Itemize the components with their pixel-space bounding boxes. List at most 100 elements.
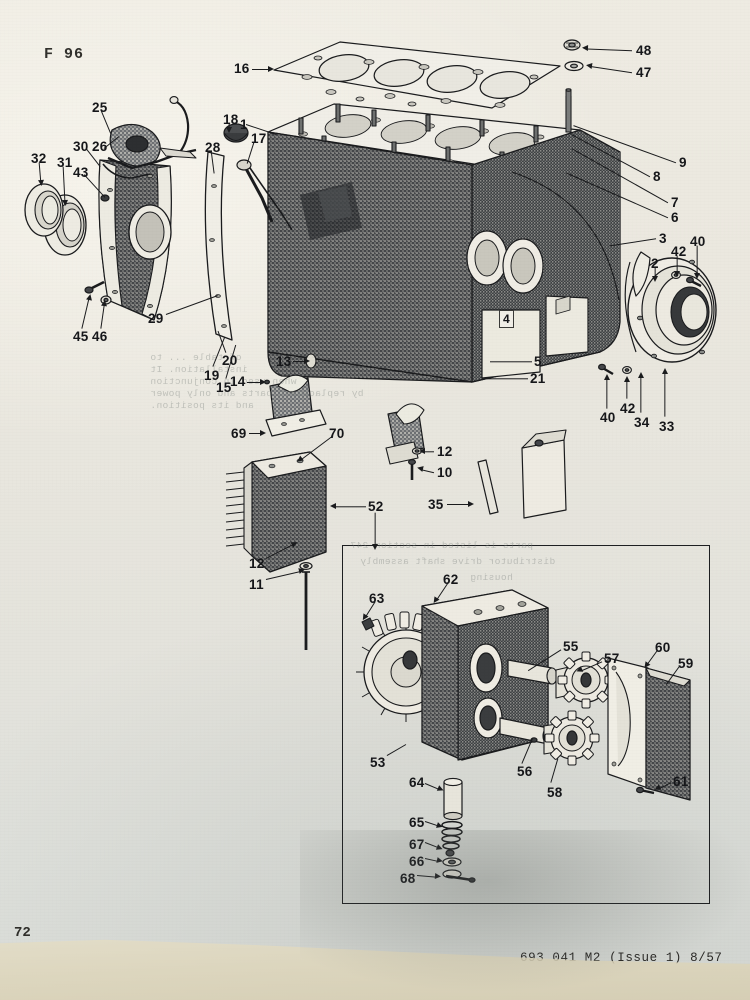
block-cast-number-badge: 4: [499, 310, 514, 328]
bleed-text-7: housing: [470, 572, 513, 583]
leader-line-47: [590, 65, 633, 74]
leader-line-52: [335, 506, 366, 508]
bleed-text-6: distributor drive shaft assembly: [360, 556, 556, 567]
callout-label-40b: 40: [600, 410, 616, 425]
callout-label-7: 7: [671, 195, 679, 210]
part-35-side-cover: [477, 429, 567, 519]
parts-studs-and-fasteners-top: [563, 39, 584, 133]
callout-label-35: 35: [428, 497, 444, 512]
callout-label-26: 26: [92, 139, 108, 154]
leader-line-16: [252, 69, 269, 71]
callout-label-32: 32: [31, 151, 47, 166]
leader-line-3: [609, 238, 657, 247]
callout-label-10: 10: [437, 465, 453, 480]
callout-label-12b: 12: [249, 556, 265, 571]
leader-arrow-11: [298, 566, 306, 575]
leader-line-14: [247, 382, 261, 384]
callout-label-31: 31: [57, 155, 73, 170]
callout-label-18: 18: [223, 112, 239, 127]
part-28-front-cover: [98, 159, 172, 321]
callout-label-30: 30: [73, 139, 89, 154]
page-number: 72: [14, 925, 31, 941]
leader-line-21: [487, 378, 528, 380]
leader-arrow-68: [434, 873, 442, 880]
part-29-cover-gasket: [204, 151, 233, 341]
callout-label-46: 46: [92, 329, 108, 344]
leader-line-35: [447, 504, 469, 506]
callout-label-69: 69: [231, 426, 247, 441]
leader-arrow-45: [85, 293, 93, 301]
callout-label-45: 45: [73, 329, 89, 344]
part-16-head-gasket: [273, 41, 561, 109]
leader-line-40b: [606, 379, 608, 409]
callout-label-56: 56: [517, 764, 533, 779]
callout-label-61: 61: [673, 774, 689, 789]
callout-label-59: 59: [678, 656, 694, 671]
callout-label-63: 63: [369, 591, 385, 606]
leader-arrow-33: [662, 367, 668, 374]
callout-label-68: 68: [400, 871, 416, 886]
bleed-text-3: by replacement parts and only power: [150, 388, 364, 399]
callout-label-42b: 42: [620, 401, 636, 416]
part-1-cylinder-block: [267, 95, 621, 383]
leader-arrow-42b: [624, 375, 630, 382]
callout-label-65: 65: [409, 815, 425, 830]
callout-label-52: 52: [368, 499, 384, 514]
leader-line-45: [81, 299, 90, 329]
callout-label-58: 58: [547, 785, 563, 800]
callout-label-42: 42: [671, 244, 687, 259]
leader-arrow-34: [638, 371, 644, 378]
callout-label-60: 60: [655, 640, 671, 655]
leader-arrow-18: [226, 126, 232, 133]
callout-label-57: 57: [604, 651, 620, 666]
leader-arrow-35: [468, 500, 474, 507]
callout-label-5: 5: [534, 354, 542, 369]
leader-line-40: [696, 245, 698, 275]
bleed-text-4: and its position.: [150, 400, 254, 411]
leader-line-69: [249, 433, 261, 435]
leader-line-46: [100, 305, 105, 329]
leader-line-31: [62, 166, 66, 202]
inset-panel-border: [342, 545, 710, 904]
leader-arrow-40b: [604, 373, 610, 380]
callout-label-6: 6: [671, 210, 679, 225]
part-32-retaining-ring: [24, 183, 64, 237]
leader-line-12b: [265, 544, 293, 560]
leader-arrow-42: [674, 270, 680, 277]
leader-arrow-52: [330, 502, 336, 509]
leader-line-12a: [424, 451, 434, 453]
callout-label-28: 28: [205, 140, 221, 155]
callout-label-64: 64: [409, 775, 425, 790]
leader-line-11: [265, 571, 301, 581]
leader-arrow-69: [260, 429, 266, 436]
leader-line-48: [586, 48, 633, 52]
callout-label-62: 62: [443, 572, 459, 587]
parts-11-12-lower: [299, 561, 313, 650]
leader-line-10: [421, 469, 435, 474]
leader-line-29: [165, 295, 219, 316]
leader-arrow-47: [585, 61, 593, 69]
leader-arrow-16: [268, 65, 274, 72]
figure-code: F 96: [44, 46, 85, 63]
callout-label-16: 16: [234, 61, 250, 76]
leader-line-33: [664, 373, 666, 417]
leader-arrow-12a: [419, 447, 425, 454]
callout-label-8: 8: [653, 169, 661, 184]
callout-label-53: 53: [370, 755, 386, 770]
callout-label-21: 21: [530, 371, 546, 386]
callout-label-17: 17: [251, 131, 267, 146]
callout-label-2: 2: [651, 256, 659, 271]
part-2-core-plug: [632, 251, 651, 297]
callout-label-11: 11: [249, 577, 264, 592]
leader-arrow-14: [260, 378, 266, 385]
leader-arrow-52b: [372, 543, 378, 550]
parts-40-42-fasteners: [597, 271, 702, 376]
leader-arrow-40: [694, 272, 700, 279]
callout-label-43: 43: [73, 165, 89, 180]
leader-arrow-10: [416, 464, 424, 473]
leader-arrow-13: [304, 357, 310, 364]
callout-label-34: 34: [634, 415, 650, 430]
callout-label-15: 15: [216, 380, 232, 395]
callout-label-14: 14: [230, 374, 246, 389]
callout-label-47: 47: [636, 65, 652, 80]
